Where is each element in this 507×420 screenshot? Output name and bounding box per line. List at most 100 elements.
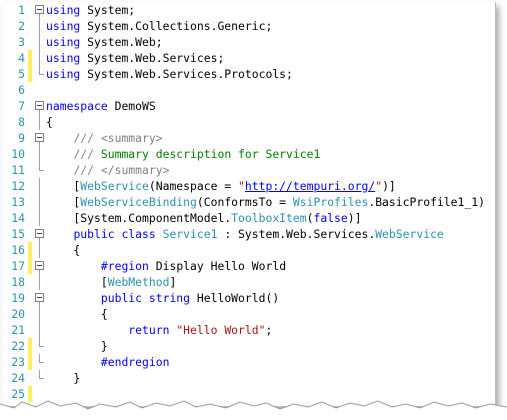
line-number: 25 — [11, 387, 25, 401]
code-line[interactable]: 14 [System.ComponentModel.ToolboxItem(fa… — [2, 210, 495, 226]
collapse-toggle-icon[interactable] — [33, 98, 45, 114]
line-number: 18 — [11, 275, 25, 289]
code-line[interactable]: 10 /// Summary description for Service1 — [2, 146, 495, 162]
code-line[interactable]: 22 } — [2, 338, 495, 354]
code-token: ] — [169, 275, 177, 289]
code-token — [46, 355, 101, 369]
code-token: #endregion — [100, 355, 170, 369]
code-token: )] — [382, 179, 396, 193]
line-number: 11 — [11, 163, 25, 177]
code-line[interactable]: 17 #region Display Hello World — [2, 258, 495, 274]
code-text: using System.Web.Services.Protocols; — [46, 66, 293, 82]
line-number: 24 — [11, 371, 25, 385]
code-text: { — [46, 114, 53, 130]
code-token: } — [46, 371, 81, 385]
code-text: public class Service1 : System.Web.Servi… — [46, 226, 443, 242]
code-token: using — [46, 67, 81, 81]
code-line[interactable]: 16 { — [2, 242, 495, 258]
torn-edge — [0, 400, 507, 420]
line-number: 16 — [11, 243, 25, 257]
change-marker — [28, 66, 32, 82]
code-token: public string — [100, 291, 191, 305]
code-token: [ — [46, 195, 81, 209]
code-line[interactable]: 24 } — [2, 370, 495, 386]
code-text: public string HelloWorld() — [46, 290, 279, 306]
code-text: } — [46, 370, 80, 386]
code-text: /// Summary description for Service1 — [46, 146, 320, 162]
code-token: HelloWorld() — [190, 291, 280, 305]
line-number: 2 — [18, 19, 25, 33]
line-number: 20 — [11, 307, 25, 321]
code-token: : System.Web.Services. — [217, 227, 376, 241]
code-line[interactable]: 18 [WebMethod] — [2, 274, 495, 290]
code-line[interactable]: 15 public class Service1 : System.Web.Se… — [2, 226, 495, 242]
line-number: 14 — [11, 211, 25, 225]
collapse-toggle-icon[interactable] — [33, 2, 45, 18]
code-token — [46, 131, 73, 145]
line-number: 17 — [11, 259, 25, 273]
collapse-toggle-icon[interactable] — [33, 226, 45, 242]
code-line[interactable]: 23 #endregion — [2, 354, 495, 370]
code-token: false — [313, 211, 348, 225]
change-marker — [28, 242, 32, 258]
code-line[interactable]: 6 — [2, 82, 495, 98]
collapse-toggle-icon[interactable] — [33, 258, 45, 274]
line-number: 4 — [18, 51, 25, 65]
code-line[interactable]: 11 /// </summary> — [2, 162, 495, 178]
code-token: { — [46, 115, 53, 129]
code-token — [46, 259, 101, 273]
line-number: 7 — [18, 99, 25, 113]
outline-guide — [33, 242, 45, 258]
outline-guide — [33, 306, 45, 322]
code-text: #region Display Hello World — [46, 258, 286, 274]
code-line[interactable]: 25 — [2, 386, 495, 402]
code-token: " — [375, 179, 383, 193]
code-token: " — [238, 179, 245, 193]
code-token: using — [46, 35, 81, 49]
code-token: (ConformsTo = — [196, 195, 293, 209]
code-text: [WebService(Namespace = "http://tempuri.… — [46, 178, 396, 194]
code-token: WebServiceBinding — [80, 195, 197, 209]
code-token: #region — [100, 259, 149, 273]
code-line[interactable]: 13 [WebServiceBinding(ConformsTo = WsiPr… — [2, 194, 495, 210]
change-marker — [28, 386, 32, 402]
code-token: System.Collections.Generic; — [80, 19, 273, 33]
collapse-toggle-icon[interactable] — [33, 130, 45, 146]
code-line[interactable]: 20 { — [2, 306, 495, 322]
code-token: ; — [265, 323, 273, 337]
code-token: public class — [73, 227, 156, 241]
code-token: using — [46, 51, 81, 65]
code-token: } — [46, 339, 108, 353]
code-token: DemoWS — [107, 99, 156, 113]
line-number: 5 — [18, 67, 25, 81]
code-line[interactable]: 8{ — [2, 114, 495, 130]
line-number: 15 — [11, 227, 25, 241]
code-token — [46, 147, 73, 161]
code-token: (Namespace = — [148, 179, 239, 193]
outline-guide — [33, 210, 45, 226]
code-token: http://tempuri.org/ — [244, 179, 376, 193]
code-line[interactable]: 9 /// <summary> — [2, 130, 495, 146]
code-token: "Hello World" — [176, 323, 266, 337]
code-text: using System; — [46, 2, 135, 18]
outline-guide — [33, 34, 45, 50]
code-token: return — [128, 323, 170, 337]
code-line[interactable]: 12 [WebService(Namespace = "http://tempu… — [2, 178, 495, 194]
collapse-toggle-icon[interactable] — [33, 290, 45, 306]
outline-guide — [33, 162, 45, 178]
code-token: { — [46, 243, 81, 257]
code-token: /// <summary> — [73, 131, 163, 145]
line-number: 22 — [11, 339, 25, 353]
code-token: Display Hello World — [148, 259, 287, 273]
change-marker — [28, 354, 32, 370]
code-line[interactable]: 19 public string HelloWorld() — [2, 290, 495, 306]
line-number: 23 — [11, 355, 25, 369]
code-line[interactable]: 21 return "Hello World"; — [2, 322, 495, 338]
code-line[interactable]: 5 using System.Web.Services.Protocols; — [2, 66, 495, 82]
